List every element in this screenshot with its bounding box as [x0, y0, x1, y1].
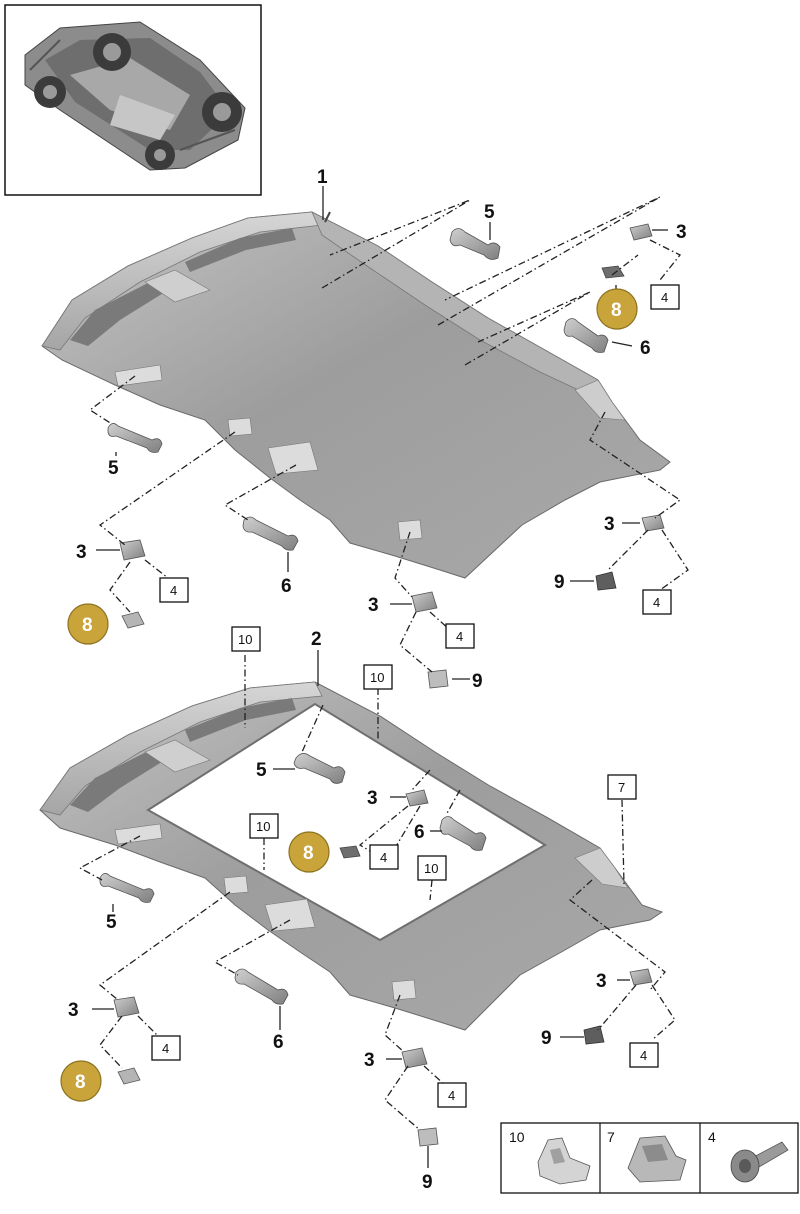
grab-handle-part-6 [439, 816, 487, 851]
clip-part-3 [405, 789, 429, 807]
callout-1: 1 [317, 167, 328, 188]
svg-text:7: 7 [618, 780, 625, 795]
svg-text:8: 8 [82, 615, 93, 636]
clip-part-3 [411, 591, 438, 613]
svg-text:4: 4 [653, 595, 660, 610]
callout-5: 5 [484, 202, 495, 223]
boxed-callouts: 4 4 4 4 10 10 7 10 4 10 4 4 4 [151, 284, 680, 1108]
callout-3: 3 [604, 514, 615, 535]
svg-text:10: 10 [370, 670, 384, 685]
svg-text:10: 10 [238, 632, 252, 647]
svg-text:8: 8 [303, 843, 314, 864]
callout-5: 5 [256, 760, 267, 781]
legend-part-clip-7 [627, 1135, 687, 1183]
callout-3: 3 [76, 542, 87, 563]
cover-part-9 [417, 1127, 439, 1147]
svg-text:8: 8 [75, 1072, 86, 1093]
callout-5: 5 [106, 912, 117, 933]
callout-9: 9 [554, 572, 565, 593]
legend-label-7: 7 [607, 1129, 615, 1145]
badge-callout-8: 8 [60, 1060, 102, 1102]
svg-text:4: 4 [448, 1088, 455, 1103]
assembly-lines [78, 196, 689, 1131]
legend-part-clip-10 [537, 1137, 591, 1185]
callout-9: 9 [472, 671, 483, 692]
boxed-callout-4: 4 [369, 844, 399, 870]
svg-text:10: 10 [424, 861, 438, 876]
callout-6: 6 [273, 1032, 284, 1053]
boxed-callout-7: 7 [607, 774, 637, 800]
grab-handle-part-5 [99, 873, 155, 903]
boxed-callout-10: 10 [417, 855, 447, 881]
callout-6: 6 [414, 822, 425, 843]
clip-part-3 [641, 514, 665, 532]
boxed-callout-4: 4 [151, 1035, 181, 1061]
callout-3: 3 [364, 1050, 375, 1071]
svg-text:4: 4 [661, 290, 668, 305]
clip-part-3 [401, 1047, 428, 1069]
boxed-callout-4: 4 [650, 284, 680, 310]
boxed-callout-4: 4 [159, 577, 189, 603]
callout-2: 2 [311, 629, 322, 650]
callout-9: 9 [422, 1172, 433, 1193]
svg-text:4: 4 [380, 850, 387, 865]
clip-part-3 [113, 996, 140, 1018]
cover-part-9 [427, 669, 449, 689]
cover-part-8 [339, 845, 361, 859]
grab-handle-part-5 [449, 228, 501, 260]
leader-lines [92, 186, 668, 1168]
cover-part-9 [583, 1025, 605, 1045]
callout-3: 3 [368, 595, 379, 616]
legend-label-10: 10 [509, 1129, 525, 1145]
headliner-standard [41, 211, 671, 579]
small-parts [99, 223, 665, 1147]
grab-handle-part-6 [563, 318, 609, 353]
boxed-callout-10: 10 [363, 664, 393, 690]
callout-6: 6 [281, 576, 292, 597]
badge-callout-8: 8 [288, 831, 330, 873]
callout-3: 3 [68, 1000, 79, 1021]
vehicle-inset [4, 4, 262, 196]
legend-part-screw-4 [730, 1141, 789, 1183]
grab-handle-part-6 [242, 516, 299, 551]
vehicle-underbody-illustration [24, 21, 246, 171]
callout-6: 6 [640, 338, 651, 359]
callout-5: 5 [108, 458, 119, 479]
cover-part-9 [595, 571, 617, 591]
grab-handle-part-5 [293, 753, 346, 784]
boxed-callout-4: 4 [642, 589, 672, 615]
svg-text:4: 4 [162, 1041, 169, 1056]
callout-3: 3 [367, 788, 378, 809]
boxed-callout-4: 4 [437, 1082, 467, 1108]
cover-part-8 [121, 611, 145, 629]
callout-3: 3 [676, 222, 687, 243]
svg-text:8: 8 [611, 300, 622, 321]
badge-callout-8: 8 [67, 603, 109, 645]
callout-3: 3 [596, 971, 607, 992]
grab-handle-part-6 [234, 968, 289, 1005]
callout-9: 9 [541, 1028, 552, 1049]
svg-text:4: 4 [456, 629, 463, 644]
grab-handle-part-5 [107, 423, 163, 453]
parts-legend: 10 7 4 [500, 1122, 799, 1194]
boxed-callout-10: 10 [231, 626, 261, 652]
cover-part-8 [117, 1067, 141, 1085]
headliner-sunroof [39, 681, 664, 1031]
badge-callouts: 8 8 8 8 [60, 288, 638, 1102]
cover-part-8 [601, 265, 625, 279]
clip-part-3 [629, 968, 653, 986]
svg-text:4: 4 [170, 583, 177, 598]
legend-label-4: 4 [708, 1129, 716, 1145]
svg-text:10: 10 [256, 819, 270, 834]
badge-callout-8: 8 [596, 288, 638, 330]
svg-text:4: 4 [640, 1048, 647, 1063]
callout-labels: 1 5 3 6 5 3 6 3 9 3 9 2 5 3 6 5 3 6 3 9 … [68, 167, 687, 1193]
boxed-callout-4: 4 [629, 1042, 659, 1068]
clip-part-3 [629, 223, 653, 241]
boxed-callout-10: 10 [249, 813, 279, 839]
boxed-callout-4: 4 [445, 623, 475, 649]
clip-part-3 [119, 539, 146, 561]
